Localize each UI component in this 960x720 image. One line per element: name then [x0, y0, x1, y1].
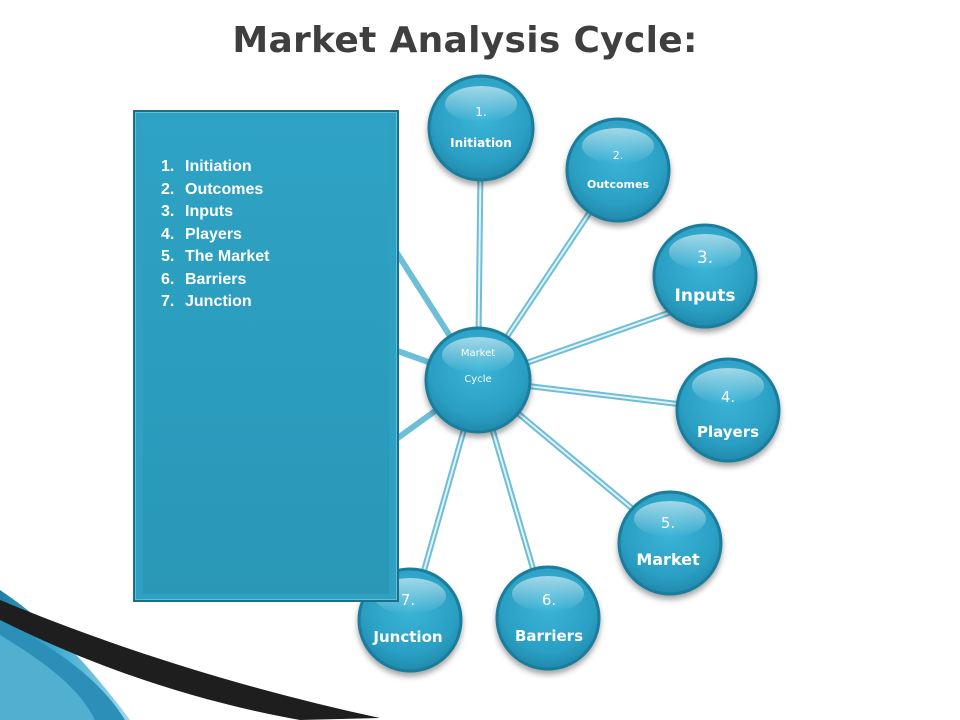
list-item-number: 7.: [161, 293, 175, 310]
list-item-text: Junction: [185, 293, 252, 310]
panel-inner: [143, 118, 389, 594]
steps-list-panel: 1. Initiation 2. Outcomes 3. Inputs 4. Playe…: [133, 110, 399, 602]
list-item: 4. Players: [161, 224, 269, 247]
list-item-text: Players: [185, 225, 242, 243]
node-1-number: 1.: [475, 105, 486, 119]
node-7-label: Junction: [372, 628, 442, 646]
node-2-label: Outcomes: [587, 178, 649, 191]
list-item-number: 3.: [161, 203, 175, 220]
list-item: 1. Initiation: [161, 156, 269, 179]
node-6-number: 6.: [542, 591, 556, 609]
node-6: 6. Barriers: [495, 565, 601, 671]
list-item-text: The Market: [185, 248, 270, 265]
bottom-swoosh-decoration: [0, 590, 380, 720]
list-item-number: 4.: [161, 225, 175, 243]
list-item-number: 1.: [161, 158, 175, 175]
node-2-number: 2.: [613, 149, 624, 162]
steps-list: 1. Initiation 2. Outcomes 3. Inputs 4. Playe…: [161, 156, 269, 314]
list-item: 2. Outcomes: [161, 179, 269, 202]
list-item: 5. The Market: [161, 246, 269, 269]
node-2: 2. Outcomes: [565, 117, 671, 223]
node-5-number: 5.: [661, 514, 675, 532]
node-1-label: Initiation: [450, 136, 512, 150]
node-3-number: 3.: [697, 248, 713, 268]
node-6-label: Barriers: [515, 627, 583, 645]
list-item-number: 6.: [161, 270, 175, 288]
node-4-number: 4.: [721, 388, 735, 406]
list-item: 6. Barriers: [161, 269, 269, 292]
list-item-text: Barriers: [185, 270, 247, 288]
node-1: 1. Initiation: [427, 74, 535, 182]
list-item-text: Outcomes: [185, 180, 264, 198]
node-7-number: 7.: [401, 591, 415, 609]
node-5-label: Market: [636, 550, 700, 569]
node-3: 3. Inputs: [652, 223, 758, 329]
page-title: Market Analysis Cycle:: [232, 20, 698, 61]
hub-label-line2: Cycle: [464, 374, 491, 385]
list-item-text: Initiation: [185, 158, 252, 175]
list-item-number: 5.: [161, 248, 175, 265]
list-item-text: Inputs: [185, 203, 233, 220]
node-5: 5. Market: [617, 490, 723, 596]
list-item: 7. Junction: [161, 291, 269, 314]
hub-label-line1: Market: [461, 348, 495, 359]
node-4-label: Players: [697, 423, 759, 441]
hub-node: [424, 326, 532, 434]
node-4: 4. Players: [675, 357, 781, 463]
node-3-label: Inputs: [675, 286, 736, 306]
list-item: 3. Inputs: [161, 201, 269, 224]
list-item-number: 2.: [161, 180, 175, 198]
